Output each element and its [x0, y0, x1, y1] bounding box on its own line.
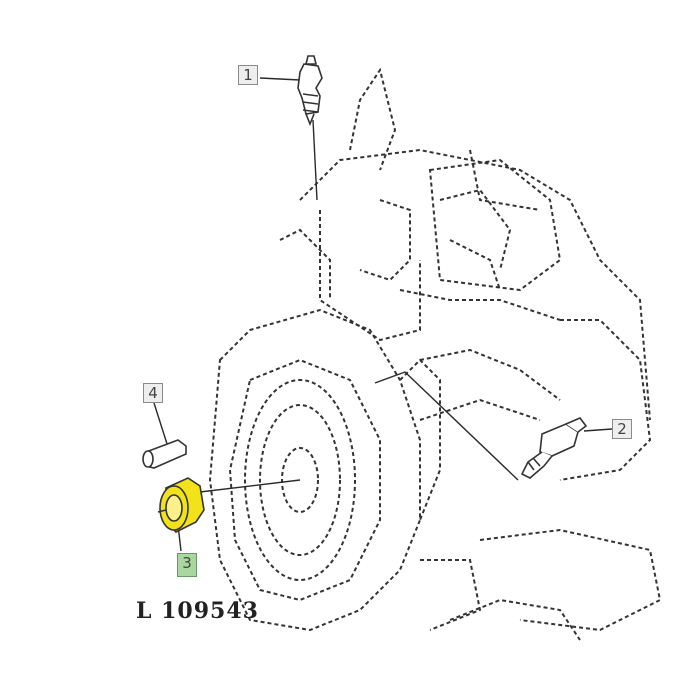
callout-2: 2	[612, 419, 632, 439]
part-2-sensor	[520, 417, 588, 479]
callout-4: 4	[143, 383, 163, 403]
part-1-sensor	[297, 55, 323, 127]
reference-code: L 109543	[136, 598, 259, 624]
part-4-pin	[142, 439, 187, 469]
engine-block-outline	[208, 67, 662, 641]
callout-3: 3	[177, 553, 197, 577]
part-3-seal	[157, 477, 205, 533]
callout-1: 1	[238, 65, 258, 85]
leader-lines	[153, 77, 613, 552]
